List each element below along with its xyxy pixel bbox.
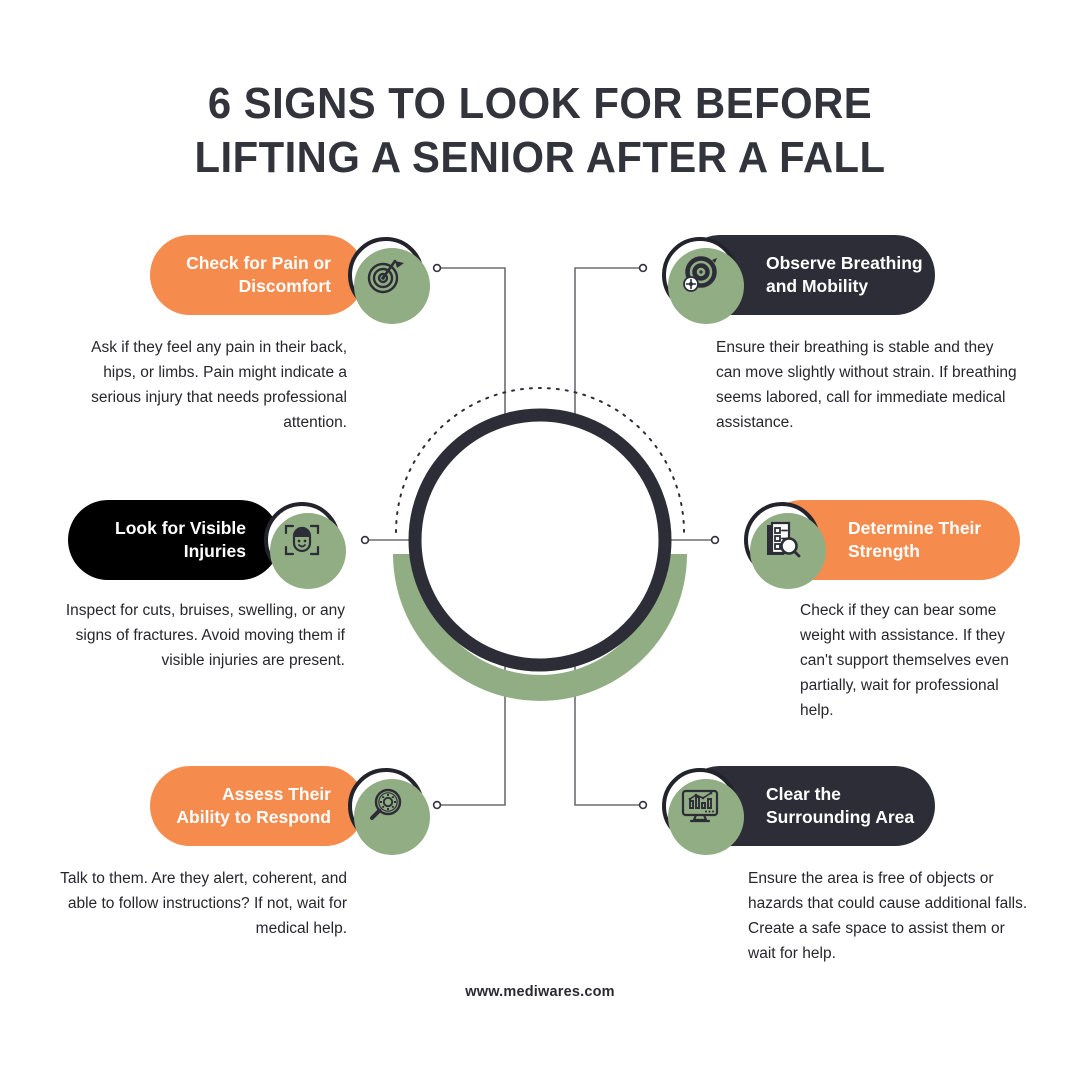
page-title: 6 SIGNS TO LOOK FOR BEFORE LIFTING A SEN…: [27, 77, 1053, 184]
target-flag-icon: [364, 253, 408, 297]
monitor-chart-icon: [679, 785, 721, 827]
connector-bottom-left: [432, 660, 506, 810]
center-ring: [408, 408, 672, 672]
connector-bottom-right: [574, 660, 648, 810]
title-line-2: LIFTING A SENIOR AFTER A FALL: [194, 133, 886, 183]
target-crosshair-icon: [678, 253, 722, 297]
card-icon-badge[interactable]: [744, 502, 826, 589]
card-description: Check if they can bear some weight with …: [800, 602, 1009, 720]
card-description: Ensure the area is free of objects or ha…: [748, 870, 1028, 963]
card-icon-badge[interactable]: [348, 768, 430, 855]
card-description: Inspect for cuts, bruises, swelling, or …: [65, 602, 345, 670]
card-icon-badge[interactable]: [348, 237, 430, 324]
center-dotted-arc: [395, 387, 685, 533]
connector-top-left: [432, 263, 506, 420]
checklist-magnifier-icon: [761, 519, 803, 561]
card-description: Ensure their breathing is stable and the…: [716, 339, 1017, 432]
card-description: Ask if they feel any pain in their back,…: [91, 339, 347, 432]
card-icon-badge[interactable]: [662, 768, 744, 855]
footer-url[interactable]: www.mediwares.com: [465, 984, 615, 1000]
card-description: Talk to them. Are they alert, coherent, …: [60, 870, 347, 938]
connector-top-right: [574, 263, 648, 420]
title-line-1: 6 SIGNS TO LOOK FOR BEFORE: [207, 79, 873, 129]
magnifier-gear-icon: [365, 785, 407, 827]
card-icon-badge[interactable]: [662, 237, 744, 324]
face-scan-icon: [281, 519, 323, 561]
card-icon-badge[interactable]: [264, 502, 346, 589]
center-green-arc: [393, 553, 687, 701]
